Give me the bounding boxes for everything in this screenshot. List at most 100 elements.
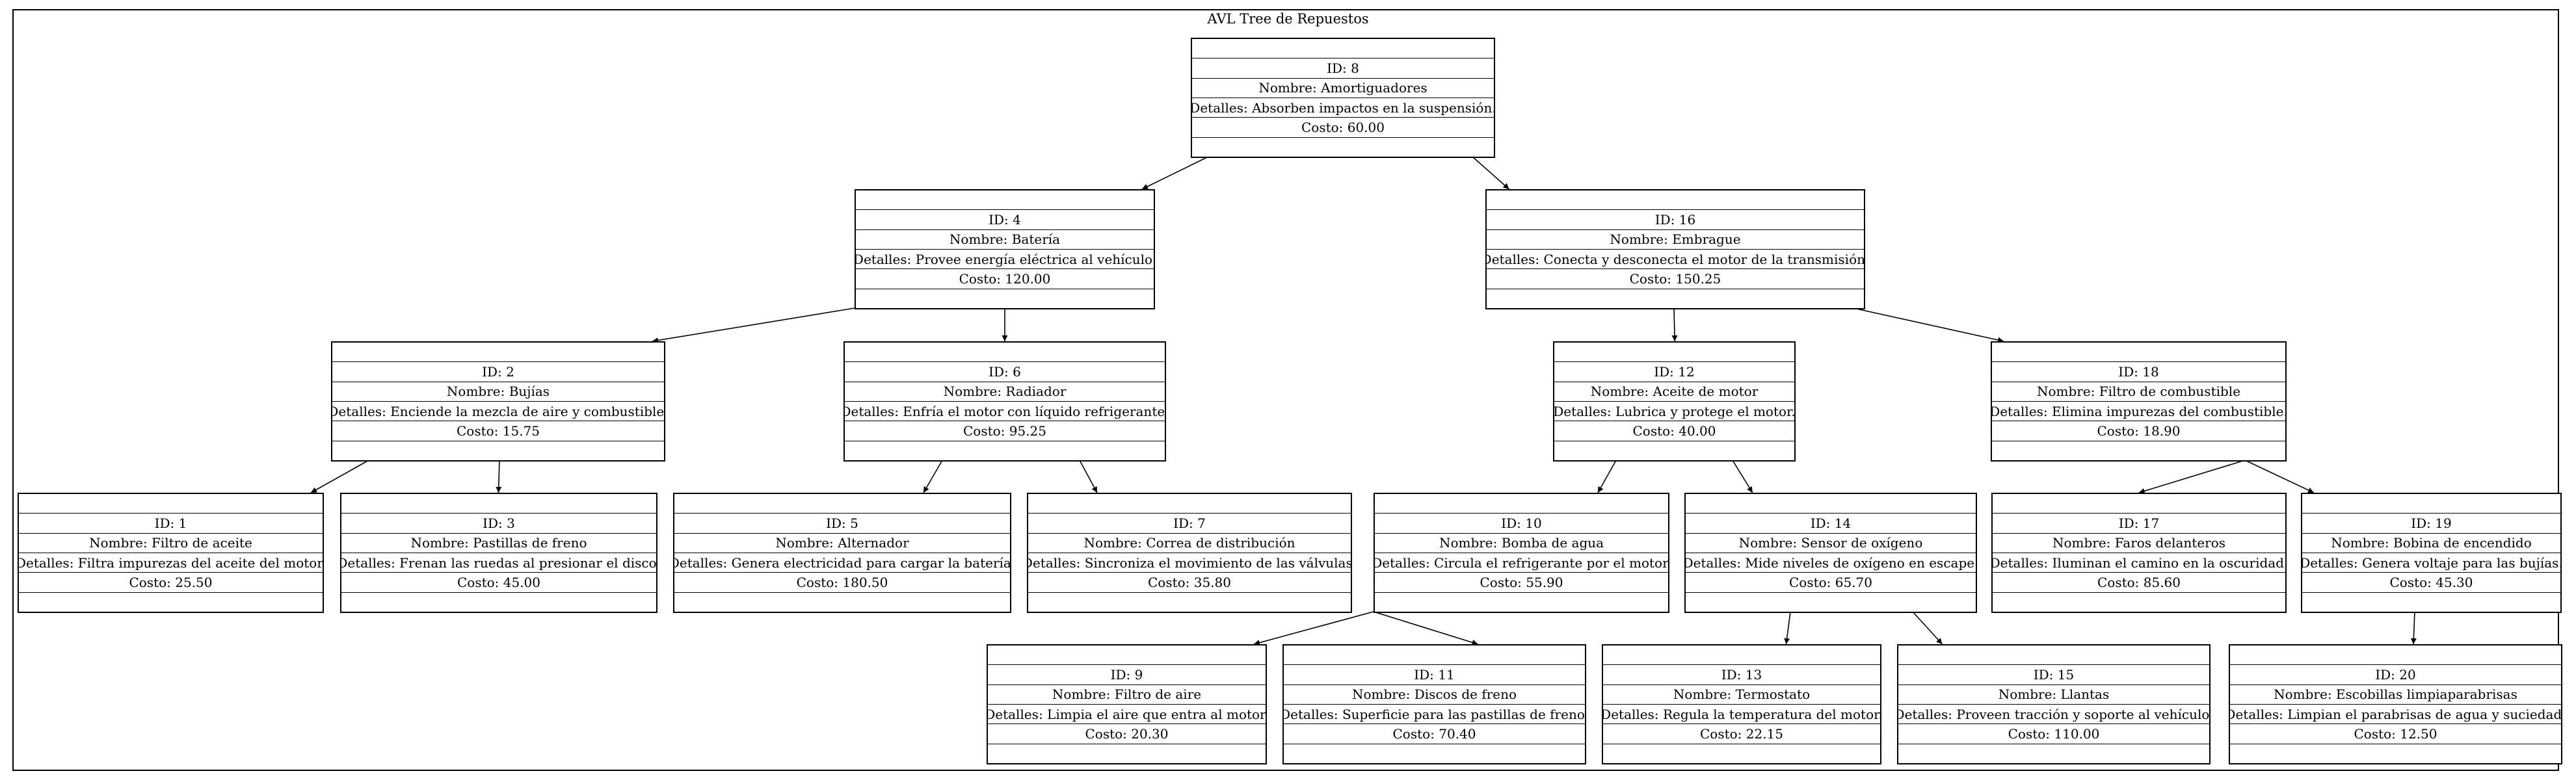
- node-id: ID: 10: [1375, 513, 1668, 532]
- node-detalles: Detalles: Lubrica y protege el motor.: [1554, 400, 1794, 421]
- node-detalles: Detalles: Limpian el parabrisas de agua …: [2230, 703, 2561, 723]
- tree-edge: [1472, 156, 1510, 190]
- node-nombre: Nombre: Sensor de oxígeno: [1686, 532, 1976, 553]
- node-empty-row: [1898, 645, 2209, 664]
- node-nombre: Nombre: Filtro de aire: [988, 684, 1266, 704]
- node-empty-row: [341, 592, 656, 612]
- node-empty-row: [845, 343, 1165, 361]
- node-id: ID: 3: [341, 513, 656, 532]
- tree-edge: [1912, 611, 1943, 645]
- tree-edge: [1253, 611, 1374, 645]
- node-detalles: Detalles: Regula la temperatura del moto…: [1603, 703, 1880, 723]
- node-costo: Costo: 180.50: [674, 572, 1010, 592]
- graph-title: AVL Tree de Repuestos: [1207, 11, 1369, 27]
- node-detalles: Detalles: Limpia el aire que entra al mo…: [988, 703, 1266, 723]
- node-empty-row: [856, 190, 1154, 209]
- node-empty-row: [1028, 592, 1351, 612]
- node-empty-row: [19, 592, 323, 612]
- node-empty-row: [1993, 592, 2285, 612]
- tree-edge: [2410, 611, 2417, 645]
- node-nombre: Nombre: Filtro de combustible: [1992, 381, 2285, 401]
- node-id: ID: 11: [1284, 664, 1585, 684]
- node-costo: Costo: 110.00: [1898, 723, 2209, 743]
- node-empty-row: [1603, 743, 1880, 763]
- node-detalles: Detalles: Frenan las ruedas al presionar…: [341, 552, 656, 572]
- node-nombre: Nombre: Alternador: [674, 532, 1010, 553]
- node-id: ID: 8: [1192, 58, 1494, 77]
- node-empty-row: [1192, 137, 1494, 157]
- node-costo: Costo: 15.75: [332, 421, 664, 440]
- node-empty-row: [341, 494, 656, 513]
- node-costo: Costo: 150.25: [1487, 268, 1864, 288]
- node-costo: Costo: 22.15: [1603, 723, 1880, 743]
- node-empty-row: [2302, 494, 2560, 513]
- tree-edge: [923, 460, 943, 493]
- node-id: ID: 20: [2230, 664, 2561, 684]
- node-nombre: Nombre: Bujías: [332, 381, 664, 401]
- tree-edge: [2244, 460, 2315, 493]
- node-empty-row: [1375, 592, 1668, 612]
- tree-edge: [2138, 460, 2246, 494]
- node-id: ID: 16: [1487, 209, 1864, 229]
- node-id: ID: 6: [845, 361, 1165, 381]
- node-empty-row: [1686, 494, 1976, 513]
- node-nombre: Nombre: Termostato: [1603, 684, 1880, 704]
- node-id: ID: 13: [1603, 664, 1880, 684]
- tree-edge: [1373, 611, 1478, 645]
- node-empty-row: [1898, 743, 2209, 763]
- node-empty-row: [1554, 343, 1794, 361]
- node-nombre: Nombre: Radiador: [845, 381, 1165, 401]
- node-id: ID: 19: [2302, 513, 2560, 532]
- node-empty-row: [1993, 494, 2285, 513]
- node-empty-row: [674, 592, 1010, 612]
- node-empty-row: [2302, 592, 2560, 612]
- node-id: ID: 14: [1686, 513, 1976, 532]
- node-empty-row: [1284, 743, 1585, 763]
- node-costo: Costo: 45.00: [341, 572, 656, 592]
- node-empty-row: [856, 288, 1154, 308]
- tree-edge: [1784, 611, 1791, 645]
- node-costo: Costo: 12.50: [2230, 723, 2561, 743]
- node-id: ID: 17: [1993, 513, 2285, 532]
- node-empty-row: [332, 440, 664, 460]
- node-nombre: Nombre: Bomba de agua: [1375, 532, 1668, 553]
- node-costo: Costo: 25.50: [19, 572, 323, 592]
- node-detalles: Detalles: Genera voltaje para las bujías…: [2302, 552, 2560, 572]
- node-costo: Costo: 18.90: [1992, 421, 2285, 440]
- node-nombre: Nombre: Filtro de aceite: [19, 532, 323, 553]
- node-nombre: Nombre: Faros delanteros: [1993, 532, 2285, 553]
- node-costo: Costo: 45.30: [2302, 572, 2560, 592]
- node-id: ID: 18: [1992, 361, 2285, 381]
- node-empty-row: [1603, 645, 1880, 664]
- node-id: ID: 2: [332, 361, 664, 381]
- node-nombre: Nombre: Llantas: [1898, 684, 2209, 704]
- node-detalles: Detalles: Mide niveles de oxígeno en esc…: [1686, 552, 1976, 572]
- tree-edge: [1141, 156, 1209, 190]
- node-empty-row: [1992, 343, 2285, 361]
- node-id: ID: 4: [856, 209, 1154, 229]
- node-id: ID: 15: [1898, 664, 2209, 684]
- graph-cluster-frame: [12, 9, 2559, 771]
- node-detalles: Detalles: Iluminan el camino en la oscur…: [1993, 552, 2285, 572]
- node-costo: Costo: 70.40: [1284, 723, 1585, 743]
- node-nombre: Nombre: Bobina de encendido: [2302, 532, 2560, 553]
- node-empty-row: [1686, 592, 1976, 612]
- node-costo: Costo: 120.00: [856, 268, 1154, 288]
- node-empty-row: [674, 494, 1010, 513]
- node-id: ID: 9: [988, 664, 1266, 684]
- tree-edge: [1853, 307, 2004, 343]
- node-detalles: Detalles: Sincroniza el movimiento de la…: [1028, 552, 1351, 572]
- node-empty-row: [1375, 494, 1668, 513]
- tree-edge: [1671, 307, 1678, 342]
